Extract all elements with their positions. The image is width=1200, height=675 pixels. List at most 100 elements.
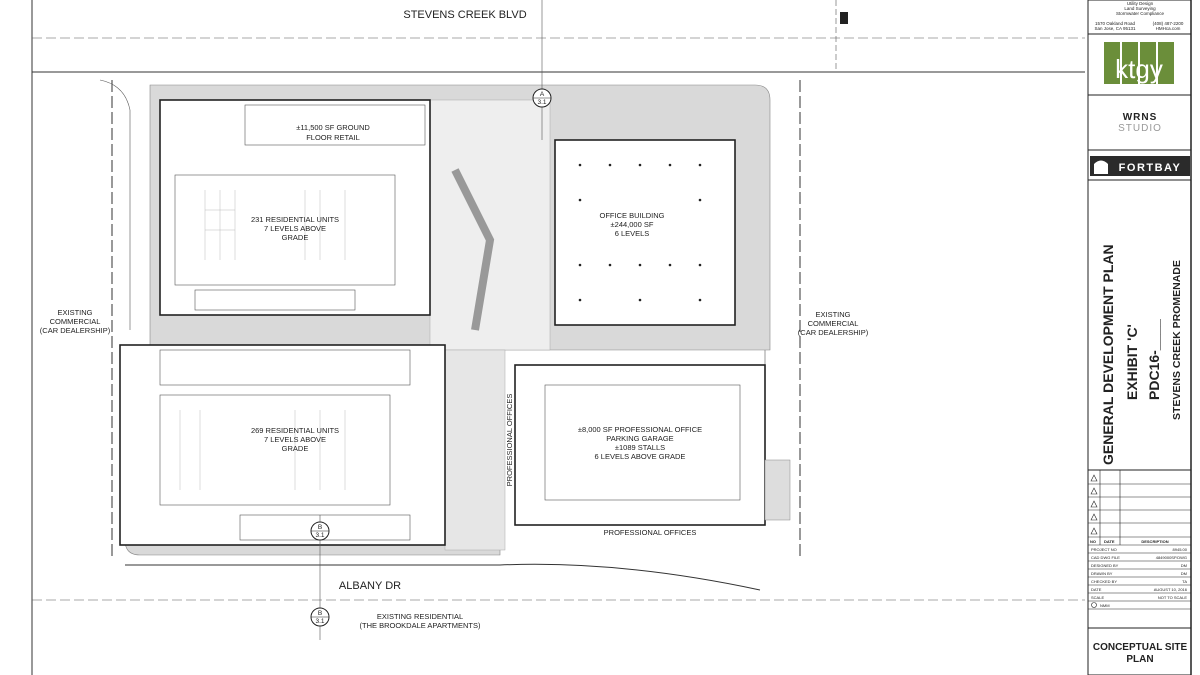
section-marker-a[interactable]: A 3.1 [532,88,552,108]
parking-stalls-south [179,410,346,490]
sheet-title: PLAN [1126,654,1153,665]
parking-garage [514,364,766,526]
info-label: PROJECT NO [1091,547,1117,552]
wrns-logo-text: WRNS [1123,112,1158,123]
residential-building-north [159,99,431,316]
info-label: DATE [1091,587,1102,592]
title-block: Utility Design Land Surveying Stormwater… [1087,0,1192,675]
existing-commercial-west-label: (CAR DEALERSHIP) [40,326,111,335]
residential-south-label: 269 RESIDENTIAL UNITS [251,426,339,435]
info-label: CAD DWG FILE [1091,555,1120,560]
consultant-text: Stormwater Compliance [1116,11,1165,16]
revision-header: DATE [1104,539,1115,544]
section-letter: A [540,91,545,98]
garage-label: 6 LEVELS ABOVE GRADE [595,452,686,461]
revision-table [1088,470,1191,546]
revision-delta-icons [1090,474,1098,535]
professional-offices-label: PROFESSIONAL OFFICES [505,394,514,487]
section-letter: B [318,524,322,531]
project-info-table: PROJECT NO 8945.00 CAD DWG FILE 4849000S… [1088,547,1191,610]
info-value: NOT TO SCALE [1158,595,1187,600]
info-value: TA [1182,579,1187,584]
garage-label: PARKING GARAGE [606,434,673,443]
revision-header: DESCRIPTION [1141,539,1168,544]
retail-label: ±11,500 SF GROUND [296,123,370,132]
parking-deck-south [159,394,391,506]
retail-label: FLOOR RETAIL [306,133,360,142]
street-edge-albany [125,563,761,591]
exhibit-title: EXHIBIT 'C' [1124,324,1140,400]
plaza-paving [429,99,551,351]
section-marker-b[interactable]: B 3.1 [310,521,330,541]
existing-commercial-west-label: EXISTING [57,308,92,317]
consultant-address: San Jose, CA 95131 [1094,26,1136,31]
existing-commercial-west-label: COMMERCIAL [50,317,101,326]
section-sheet: 3.1 [315,618,324,625]
consultant-web: HMHca.com [1156,26,1181,31]
consultant-text: Utility Design [1127,1,1154,6]
consultant-address: 1570 Oakland Road [1095,21,1136,26]
consultant-phone: (408) 487-2200 [1153,21,1184,26]
ktgy-logo: ktgy [1104,42,1174,84]
revision-header: NO [1090,539,1096,544]
info-value: DM [1181,563,1187,568]
info-value: DM [1181,571,1187,576]
existing-commercial-east-label: (CAR DEALERSHIP) [798,328,869,337]
existing-residential-label: EXISTING RESIDENTIAL [377,612,463,621]
north-label: NMM [1100,603,1110,608]
townhomes-south [239,514,411,541]
office-label: ±244,000 SF [611,220,654,229]
pdc-number: PDC16-____ [1146,319,1162,400]
sheet-title: CONCEPTUAL SITE [1093,642,1188,653]
garage-label: ±8,000 SF PROFESSIONAL OFFICE [578,425,702,434]
consultant-text: Land Surveying [1124,6,1156,11]
office-label: OFFICE BUILDING [599,211,664,220]
townhomes-south-row [159,349,411,386]
info-label: DESIGNED BY [1091,563,1119,568]
wrns-logo-text: STUDIO [1118,123,1162,134]
info-label: CHECKED BY [1091,579,1117,584]
office-building [554,139,736,326]
street-label-south: ALBANY DR [339,580,401,592]
sheet-plan-title: GENERAL DEVELOPMENT PLAN [1100,244,1116,465]
info-value: AUGUST 10, 2016 [1154,587,1188,592]
north-arrow-icon [1091,602,1097,608]
townhomes-north [194,289,356,311]
retail-space [244,104,426,146]
existing-commercial-east-label: EXISTING [815,310,850,319]
garage-paving [764,459,791,521]
fortbay-logo-text: FORTBAY [1119,162,1182,174]
garage-label: ±1089 STALLS [615,443,665,452]
residential-south-label: GRADE [282,444,309,453]
signal-pole-icon [840,12,848,24]
ktgy-logo-text: ktgy [1115,54,1163,84]
street-label-north: STEVENS CREEK BLVD [403,9,526,21]
existing-residential-label: (THE BROOKDALE APARTMENTS) [360,621,481,630]
parking-stalls-north [204,190,346,260]
info-value: 4849000SP.DWG [1156,555,1187,560]
office-columns [578,163,702,302]
info-label: DRAWN BY [1091,571,1113,576]
residential-building-south [119,344,446,546]
professional-offices-label: PROFESSIONAL OFFICES [604,528,697,537]
residential-north-label: GRADE [282,233,309,242]
fortbay-house-icon [1094,160,1108,174]
office-label: 6 LEVELS [615,229,650,238]
section-marker-b-south[interactable]: B 3.1 [310,607,330,627]
info-label: SCALE [1091,595,1104,600]
promenade-path [451,168,495,331]
residential-north-label: 231 RESIDENTIAL UNITS [251,215,339,224]
project-name: STEVENS CREEK PROMENADE [1171,260,1183,420]
existing-commercial-east-label: COMMERCIAL [808,319,859,328]
curb-west [99,79,131,330]
fortbay-logo [1090,156,1190,176]
residential-south-label: 7 LEVELS ABOVE [264,435,326,444]
parking-deck-north [174,174,396,286]
section-sheet: 3.1 [315,532,324,539]
info-value: 8945.00 [1173,547,1188,552]
section-sheet: 3.1 [537,99,546,106]
promenade-paving [444,349,506,551]
section-letter: B [318,610,322,617]
garage-ramp [544,384,741,501]
